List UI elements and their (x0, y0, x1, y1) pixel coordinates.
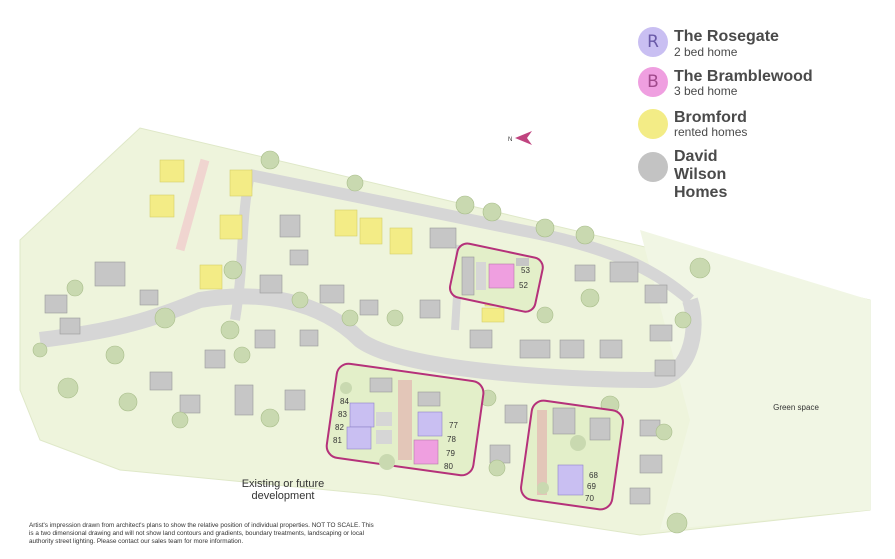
plot-label: 70 (585, 494, 594, 503)
plot-label: 52 (519, 281, 528, 290)
legend-title: The Bramblewood (674, 68, 813, 85)
legend-item-bramblewood: B The Bramblewood 3 bed home (636, 64, 886, 106)
existing-development-label: Existing or future development (241, 478, 325, 502)
legend-title: The Rosegate (674, 28, 779, 45)
plot-label: 68 (589, 471, 598, 480)
side-road (175, 158, 210, 252)
bramblewood-badge-icon: B (638, 67, 668, 97)
green-space-label: Green space (773, 403, 819, 412)
legend-title: David Wilson Homes (674, 148, 728, 201)
plot-label: 80 (444, 462, 453, 471)
trees (32, 150, 711, 534)
north-loop-road (248, 169, 694, 305)
plot-label: 84 (340, 397, 349, 406)
compass-label: N (508, 137, 512, 143)
legend-subtitle: 2 bed home (674, 45, 738, 59)
plot-group-east[interactable] (519, 399, 624, 511)
legend-item-rosegate: R The Rosegate 2 bed home (636, 24, 886, 64)
plot-label: 78 (447, 435, 456, 444)
plot-group-west[interactable] (325, 362, 485, 477)
plot-label: 77 (449, 421, 458, 430)
plot-label: 83 (338, 410, 347, 419)
plot-label: 69 (587, 482, 596, 491)
bromford-swatch-icon (638, 109, 668, 139)
rosegate-badge-icon: R (638, 27, 668, 57)
plot-label: 53 (521, 266, 530, 275)
plot-label: 82 (335, 423, 344, 432)
legend-subtitle: rented homes (674, 125, 748, 139)
north-arrow-icon (515, 131, 532, 145)
disclaimer-text: Artist's impression drawn from architect… (29, 522, 374, 545)
legend: R The Rosegate 2 bed home B The Bramblew… (636, 24, 886, 201)
plot-group-north[interactable] (448, 242, 545, 314)
house-blocks (44, 214, 676, 505)
plot-label: 79 (446, 449, 455, 458)
legend-item-david-wilson: David Wilson Homes (636, 148, 886, 201)
legend-item-bromford: Bromford rented homes (636, 106, 886, 148)
legend-subtitle: 3 bed home (674, 84, 738, 98)
david-wilson-swatch-icon (638, 152, 668, 182)
plot-label: 81 (333, 436, 342, 445)
legend-title: Bromford (674, 109, 747, 126)
